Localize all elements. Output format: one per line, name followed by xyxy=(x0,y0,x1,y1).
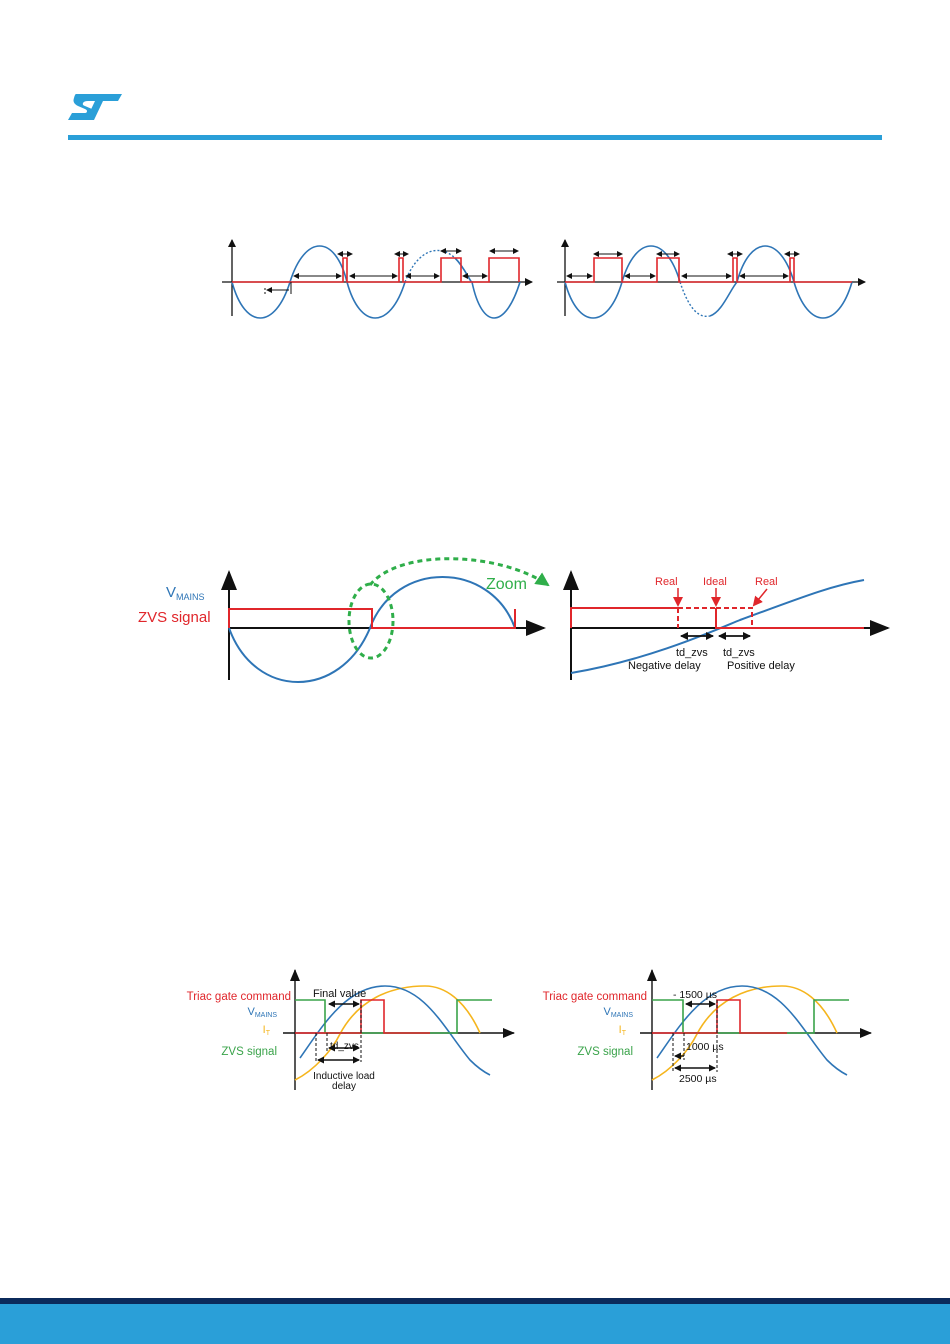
fig2-negative-delay: Negative delay xyxy=(628,660,701,672)
header-rule xyxy=(68,135,882,140)
fig2-zoom-label: Zoom xyxy=(486,576,527,593)
fig1-right-sine-dotted xyxy=(680,282,710,316)
fig1-right-pulses xyxy=(565,258,852,282)
fig3-right-zvs-label: ZVS signal xyxy=(577,1046,633,1058)
fig2-real-left: Real xyxy=(655,576,678,588)
fig2-td-right: td_zvs xyxy=(723,647,755,659)
fig3-left-triac-label: Triac gate command xyxy=(187,991,291,1003)
fig3-left-red xyxy=(295,1000,430,1033)
fig1-left-sine-end xyxy=(455,258,520,318)
figure-3: Triac gate command VMAINS IT ZVS signal … xyxy=(160,966,860,1096)
fig3-left-td-zvs: td_zvs xyxy=(330,1041,359,1052)
st-logo: ST xyxy=(66,92,124,122)
fig2-ideal: Ideal xyxy=(703,576,727,588)
fig2-vmains-label: VMAINS xyxy=(166,584,205,602)
fig2-left-zvs xyxy=(229,609,515,628)
fig2-td-left: td_zvs xyxy=(676,647,708,659)
fig3-left-zvs-label: ZVS signal xyxy=(221,1046,277,1058)
footer-bar xyxy=(0,1304,950,1344)
fig3-right-it-label: IT xyxy=(619,1024,627,1037)
fig2-right-sine xyxy=(571,580,864,673)
fig1-left-sine-dotted xyxy=(405,250,455,282)
fig2-right-zvs xyxy=(571,608,864,628)
fig2-left-sine xyxy=(229,577,515,682)
fig2-real-right: Real xyxy=(755,576,778,588)
fig3-right-vmains-label: VMAINS xyxy=(603,1006,633,1019)
fig3-right-2500: 2500 µs xyxy=(679,1073,717,1085)
fig2-zvs-label: ZVS signal xyxy=(138,609,211,626)
fig3-left-final-value: Final value xyxy=(313,988,366,1000)
fig3-right-1500: - 1500 µs xyxy=(673,989,717,1001)
fig3-right-triac-label: Triac gate command xyxy=(543,991,647,1003)
figure-2: VMAINS ZVS signal Zoom Real Ideal Real t… xyxy=(130,560,890,690)
fig3-right-red xyxy=(652,1000,787,1033)
fig2-positive-delay: Positive delay xyxy=(727,660,795,672)
fig3-left-inductive-2: delay xyxy=(332,1081,356,1092)
fig3-right-1000: 1000 µs xyxy=(686,1041,724,1053)
fig3-left-it-label: IT xyxy=(263,1024,271,1037)
figure-1 xyxy=(220,234,870,326)
fig1-left-pulses xyxy=(232,258,519,282)
fig3-left-vmains-label: VMAINS xyxy=(247,1006,277,1019)
